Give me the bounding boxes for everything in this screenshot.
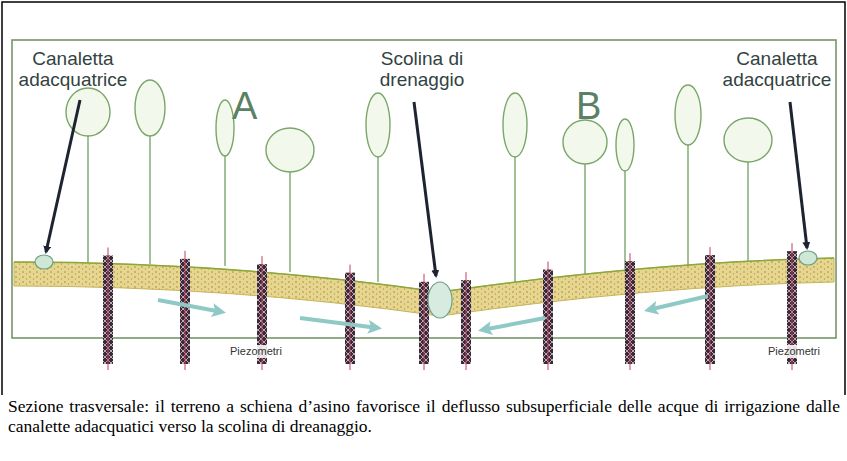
piezometers (103, 243, 797, 370)
piezometer-tube (466, 272, 467, 370)
piezometer-tube (350, 265, 351, 370)
drain-label: Scolina di drenaggio (372, 48, 472, 90)
scolina (428, 282, 452, 318)
piezometer-tube (710, 247, 711, 370)
flow-arrows (158, 296, 708, 330)
piezometer-label: Piezometri (228, 345, 284, 358)
trees (66, 80, 772, 282)
piezometer-tube (108, 247, 109, 370)
piezometer-label: Piezometri (766, 345, 822, 358)
canaletta-right (799, 251, 817, 265)
piezometer-tube (424, 274, 425, 370)
zone-letter: A (232, 86, 257, 126)
piezometer-tube (185, 251, 186, 370)
piezometer-tube (630, 253, 631, 370)
canaletta-left (35, 255, 53, 269)
piezometer-tube (548, 262, 549, 370)
channel-label: Canaletta adacquatrice (718, 48, 836, 90)
channel-label: Canaletta adacquatrice (14, 48, 132, 90)
zone-letter: B (576, 86, 601, 126)
outer-frame (2, 2, 845, 395)
pointer-arrows (46, 100, 807, 276)
caption: Sezione trasversale: il terreno a schien… (8, 396, 840, 436)
